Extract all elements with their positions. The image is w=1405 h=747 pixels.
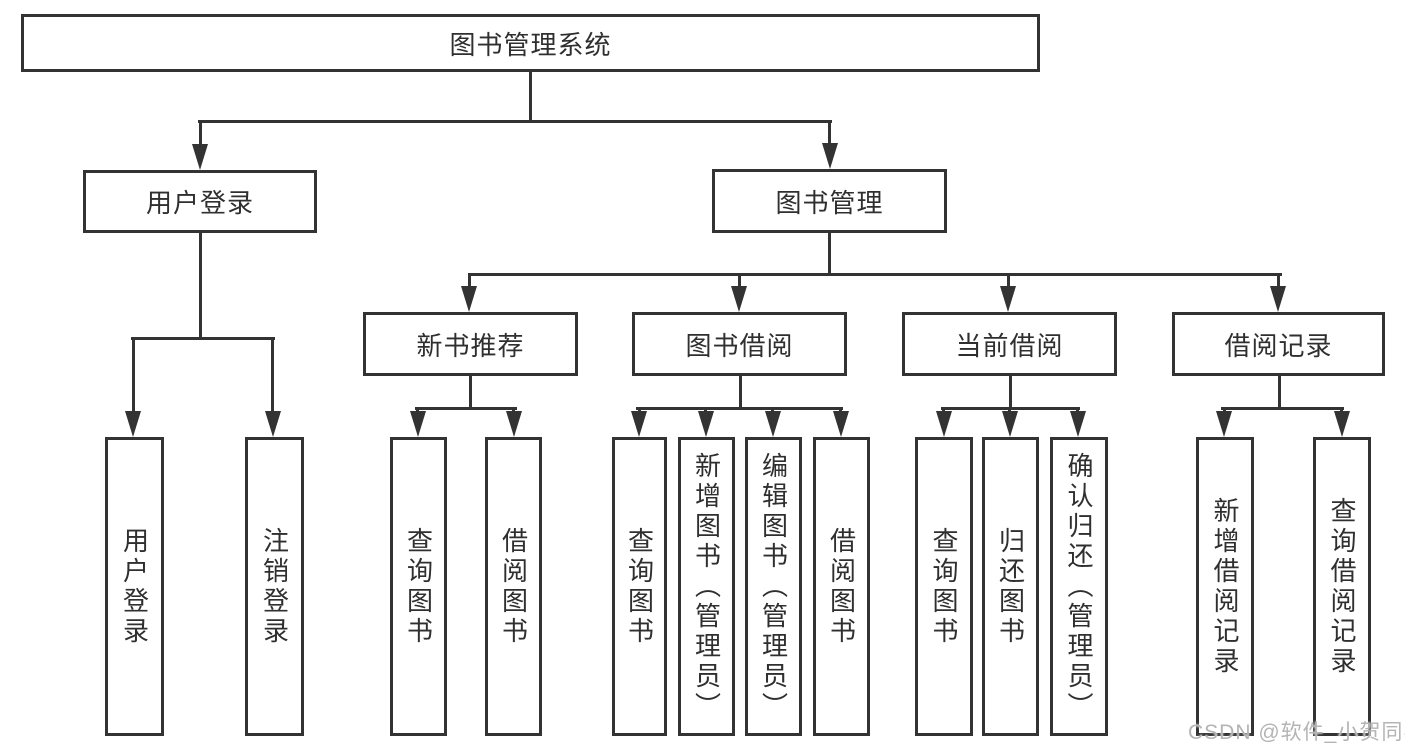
node-label: 借阅记录: [1224, 330, 1333, 361]
connector-line: [1221, 407, 1344, 410]
arrow-down-icon: [731, 286, 747, 312]
arrow-down-icon: [461, 286, 477, 312]
leaf-user-login: 用户登录: [105, 437, 164, 736]
node-label: 查询图书: [403, 526, 434, 647]
arrow-down-icon: [698, 411, 714, 437]
node-label: 编辑图书（管理员）: [758, 451, 789, 722]
node-label: 归还图书: [995, 526, 1026, 647]
node-label: 图书借阅: [685, 330, 794, 361]
connector-line: [828, 233, 831, 275]
node-label: 查询图书: [624, 526, 655, 647]
connector-line: [636, 407, 843, 410]
connector-line: [469, 376, 472, 410]
node-label: 新增借阅记录: [1210, 496, 1240, 677]
arrow-down-icon: [410, 411, 426, 437]
connector-line: [468, 273, 1282, 276]
arrow-down-icon: [1334, 411, 1350, 437]
connector-line: [199, 233, 202, 339]
leaf-edit-book-admin: 编辑图书（管理员）: [745, 437, 802, 736]
leaf-query-books-current: 查询图书: [915, 437, 973, 736]
arrow-down-icon: [506, 411, 522, 437]
arrow-down-icon: [1216, 411, 1232, 437]
node-book-management: 图书管理: [712, 169, 947, 233]
leaf-return-books: 归还图书: [982, 437, 1039, 736]
node-label: 借阅图书: [498, 526, 529, 647]
connector-line: [529, 71, 532, 122]
connector-line: [198, 120, 832, 123]
leaf-query-books-borrowing: 查询图书: [612, 437, 667, 736]
arrow-down-icon: [936, 411, 952, 437]
connector-line: [828, 122, 831, 146]
connector-line: [739, 376, 742, 410]
arrow-down-icon: [1000, 286, 1016, 312]
connector-line: [271, 339, 274, 413]
arrow-down-icon: [1002, 411, 1018, 437]
node-label: 查询借阅记录: [1327, 496, 1357, 677]
leaf-add-book-admin: 新增图书（管理员）: [678, 437, 735, 736]
arrow-down-icon: [822, 143, 838, 169]
connector-line: [1278, 376, 1281, 410]
connector-line: [199, 122, 202, 147]
leaf-borrow-books: 借阅图书: [813, 437, 870, 736]
node-label: 图书管理系统: [449, 29, 612, 60]
connector-line: [468, 275, 471, 288]
node-current-borrowing: 当前借阅: [902, 312, 1117, 376]
arrow-down-icon: [125, 411, 141, 437]
arrow-down-icon: [765, 411, 781, 437]
node-label: 当前借阅: [955, 330, 1064, 361]
node-label: 确认归还（管理员）: [1064, 451, 1094, 722]
connector-line: [132, 339, 135, 413]
connector-line: [738, 275, 741, 288]
arrow-down-icon: [631, 411, 647, 437]
node-user-login: 用户登录: [83, 170, 317, 233]
leaf-logout: 注销登录: [245, 437, 304, 736]
node-label: 查询图书: [929, 526, 959, 647]
node-label: 借阅图书: [826, 526, 857, 647]
node-borrow-records: 借阅记录: [1172, 312, 1385, 376]
leaf-query-books-recommend: 查询图书: [390, 437, 447, 736]
connector-line: [131, 337, 275, 340]
node-label: 用户登录: [119, 526, 150, 647]
arrow-down-icon: [265, 411, 281, 437]
arrow-down-icon: [1270, 286, 1286, 312]
leaf-borrow-books-recommend: 借阅图书: [485, 437, 542, 736]
connector-line: [1007, 275, 1010, 288]
arrow-down-icon: [1070, 411, 1086, 437]
arrow-down-icon: [192, 144, 208, 170]
node-label: 注销登录: [259, 526, 290, 647]
node-label: 新增图书（管理员）: [691, 451, 722, 722]
node-new-book-recommend: 新书推荐: [363, 312, 578, 376]
leaf-add-borrow-record: 新增借阅记录: [1196, 437, 1254, 736]
leaf-confirm-return-admin: 确认归还（管理员）: [1050, 437, 1108, 736]
node-library-management-system: 图书管理系统: [21, 14, 1040, 72]
node-book-borrowing: 图书借阅: [632, 312, 847, 376]
arrow-down-icon: [833, 411, 849, 437]
connector-line: [415, 407, 517, 410]
csdn-watermark: CSDN @软件_小贺同学: [1188, 721, 1405, 744]
connector-line: [941, 407, 1080, 410]
leaf-query-borrow-record: 查询借阅记录: [1313, 437, 1371, 736]
connector-line: [1009, 376, 1012, 410]
node-label: 用户登录: [145, 188, 254, 218]
node-label: 新书推荐: [416, 330, 525, 361]
connector-line: [1277, 275, 1280, 288]
node-label: 图书管理: [775, 187, 884, 218]
